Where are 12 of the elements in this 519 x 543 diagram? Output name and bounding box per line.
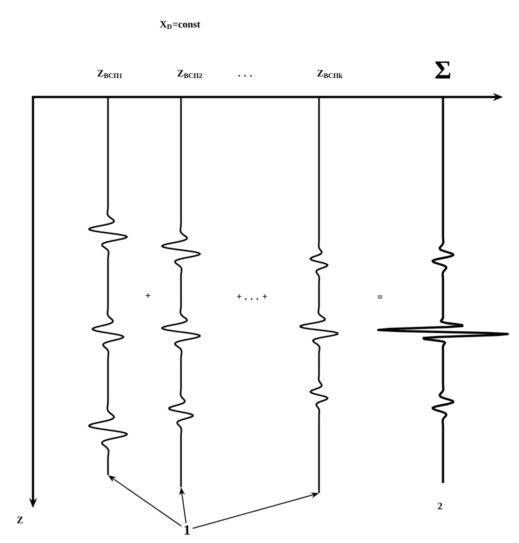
axis-label: Z (17, 516, 23, 524)
formula-label: X$_{D}$=const (160, 20, 200, 30)
sum-sign: Σ (435, 62, 450, 78)
plus-sign: + (146, 293, 150, 298)
seismic-trace (299, 97, 339, 493)
seismic-trace (88, 97, 128, 475)
equals-sign: = (378, 296, 382, 298)
seismic-trace (161, 97, 201, 487)
callout-number: 2 (438, 502, 442, 510)
ellipsis: · · · (238, 74, 252, 77)
callout-number: 1 (184, 525, 190, 535)
operator-label: + . . . + (236, 294, 268, 300)
